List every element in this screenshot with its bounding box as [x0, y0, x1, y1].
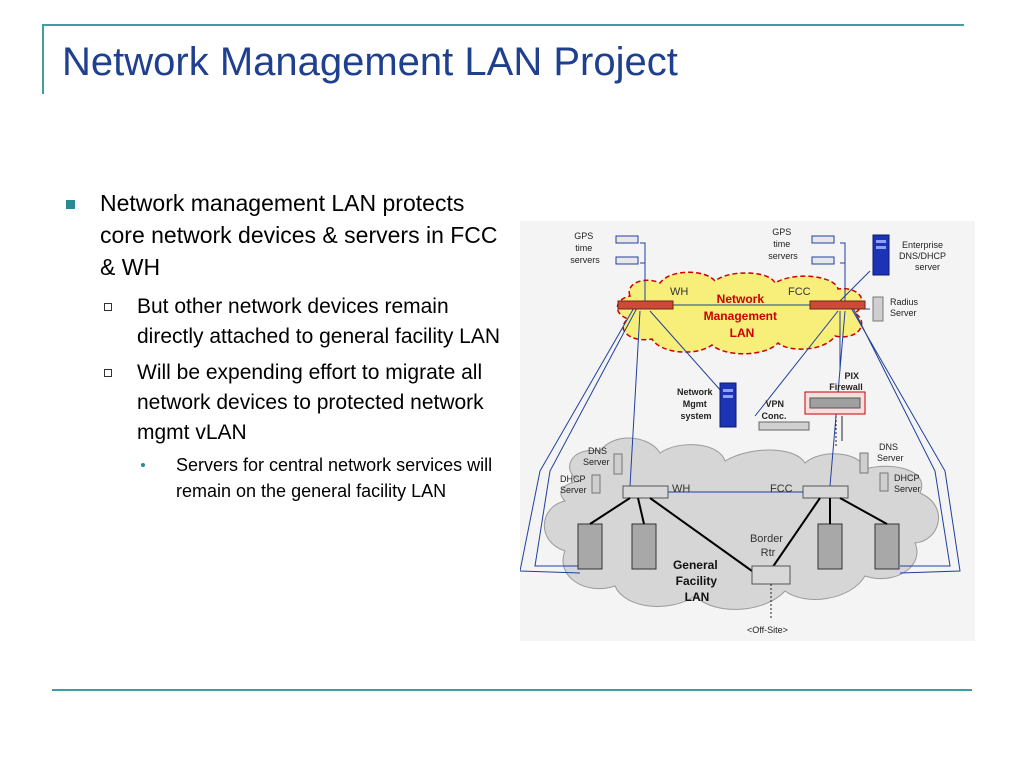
- network-management-cloud: [616, 271, 863, 355]
- dhcp-left-server-icon: [591, 474, 601, 494]
- nm-fcc-label: FCC: [788, 286, 811, 298]
- dns-left-label: DNS Server: [583, 446, 610, 467]
- vpn-device: [758, 421, 810, 431]
- top-rule: [42, 24, 964, 26]
- wh-nm-switch: [617, 300, 674, 310]
- dhcp-right-server-icon: [879, 472, 889, 492]
- border-router: [751, 565, 791, 585]
- radius-server-icon: [872, 296, 884, 322]
- gps-left-label: GPS time servers: [570, 231, 600, 265]
- fcc-gf-switch: [802, 485, 849, 499]
- dns-left-server-icon: [613, 453, 623, 475]
- enterprise-label: Enterprise DNS/DHCP server: [899, 240, 948, 272]
- bullet-level2: But other network devices remain directl…: [100, 292, 512, 352]
- nm-wh-label: WH: [670, 286, 688, 298]
- gps-right-label: GPS time servers: [768, 227, 798, 261]
- network-diagram-svg: GPS time servers GPS time servers Enterp…: [520, 221, 975, 641]
- hollow-square-bullet-icon: [104, 369, 112, 377]
- wh-gf-switch: [622, 485, 669, 499]
- dns-right-label: DNS Server: [877, 442, 904, 463]
- gf-wh-label: WH: [672, 483, 690, 495]
- gf-lan-title: General Facility LAN: [673, 558, 721, 604]
- offsite-label: <Off-Site>: [747, 625, 788, 635]
- bullet-text: Network management LAN protects core net…: [100, 190, 498, 280]
- bottom-rule: [52, 689, 972, 691]
- bullet-text: But other network devices remain directl…: [137, 295, 501, 348]
- fcc-nm-switch: [809, 300, 866, 310]
- radius-label: Radius Server: [890, 297, 921, 318]
- nms-server-icon: [719, 382, 737, 428]
- nm-lan-title: Network Management LAN: [704, 292, 781, 340]
- bullet-text: Servers for central network services wil…: [176, 455, 493, 501]
- gps-right-devices: [811, 235, 835, 265]
- pix-firewall-device: [804, 391, 866, 415]
- bullet-text: Will be expending effort to migrate all …: [137, 361, 484, 444]
- vpn-label: VPN Conc.: [761, 399, 786, 421]
- dot-bullet-icon: [141, 463, 145, 467]
- slide-title: Network Management LAN Project: [62, 40, 678, 84]
- bullet-level3: Servers for central network services wil…: [137, 452, 512, 504]
- bullet-level2: Will be expending effort to migrate all …: [100, 358, 512, 448]
- gf-links: [589, 497, 888, 572]
- border-label: Border Rtr: [750, 533, 786, 559]
- gf-fcc-label: FCC: [770, 483, 793, 495]
- enterprise-server-icon: [872, 234, 890, 276]
- network-diagram: GPS time servers GPS time servers Enterp…: [520, 221, 975, 641]
- bullet-list: Network management LAN protects core net…: [62, 187, 512, 504]
- dhcp-right-label: DHCP Server: [894, 473, 922, 494]
- bullet-level1: Network management LAN protects core net…: [62, 187, 512, 283]
- hollow-square-bullet-icon: [104, 303, 112, 311]
- gps-left-devices: [615, 235, 639, 265]
- square-bullet-icon: [66, 200, 75, 209]
- dns-right-server-icon: [859, 452, 869, 474]
- pix-label: PIX Firewall: [829, 371, 863, 392]
- pix-arrows: [835, 416, 843, 446]
- nms-label: Network Mgmt system: [677, 387, 715, 421]
- dhcp-left-label: DHCP Server: [560, 474, 588, 495]
- left-rule: [42, 24, 44, 94]
